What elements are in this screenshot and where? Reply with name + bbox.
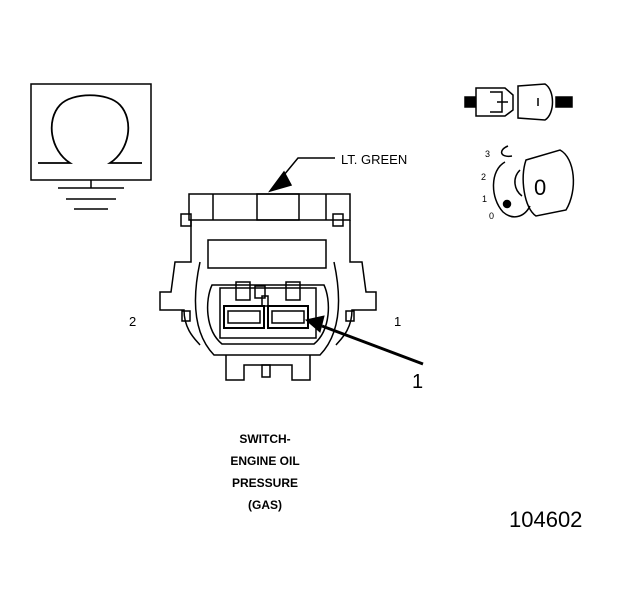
- wire-color-pointer: [268, 157, 335, 193]
- pin-label-left: 2: [129, 314, 137, 329]
- caption-line-1: SWITCH-: [239, 432, 291, 446]
- caption-line-4: (GAS): [248, 498, 282, 512]
- dial-position-0: 0: [489, 211, 495, 221]
- dial-terminal-symbol: 0: [534, 175, 547, 200]
- wire-color-label: LT. GREEN: [341, 152, 408, 167]
- caption-line-2: ENGINE OIL: [230, 454, 300, 468]
- switch-symbol: [30, 83, 152, 181]
- dial-position-2: 2: [481, 172, 487, 182]
- position-dial: [492, 145, 575, 218]
- connector-body: [159, 193, 377, 381]
- terminal-inset: [464, 83, 573, 121]
- ground-icon: [58, 180, 124, 210]
- callout-arrow: [304, 315, 424, 366]
- callout-label: 1: [412, 371, 424, 393]
- figure-number: 104602: [509, 507, 583, 532]
- pin-label-right: 1: [394, 314, 402, 329]
- caption-line-3: PRESSURE: [231, 476, 299, 490]
- dial-position-3: 3: [485, 149, 491, 159]
- diagram-caption: SWITCH- ENGINE OIL PRESSURE (GAS): [205, 428, 325, 516]
- dial-position-1: 1: [482, 194, 488, 204]
